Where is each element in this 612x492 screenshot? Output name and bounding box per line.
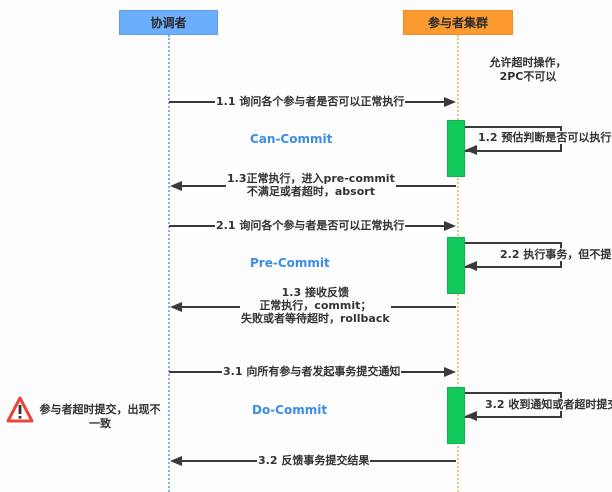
response-2-line2: 正常执行，commit； — [259, 299, 372, 312]
arrow-right-icon — [444, 367, 456, 377]
arrow-left-icon — [170, 302, 182, 312]
request-3-label: 3.1 向所有参与者发起事务提交通知 — [222, 365, 402, 378]
request-1-label: 1.1 询问各个参与者是否可以正常执行 — [215, 95, 406, 108]
phase-label-do-commit: Do-Commit — [252, 403, 328, 417]
phase-label-can-commit: Can-Commit — [250, 132, 333, 146]
coordinator-actor: 协调者 — [119, 10, 218, 35]
arrow-left-icon — [465, 261, 477, 271]
warning-note-line2: 一致 — [89, 417, 111, 430]
response-3-label: 3.2 反馈事务提交结果 — [257, 454, 371, 467]
response-2-line3: 失败或者等待超时，rollback — [241, 312, 390, 325]
request-2-label: 2.1 询问各个参与者是否可以正常执行 — [215, 219, 406, 232]
timeout-note: 允许超时操作， 2PC不可以 — [468, 56, 588, 84]
response-2-label: 1.3 接收反馈 正常执行，commit； 失败或者等待超时，rollback — [240, 286, 391, 325]
arrow-right-icon — [444, 97, 456, 107]
self-action-2-label: 2.2 执行事务，但不提 — [500, 248, 612, 261]
arrow-left-icon — [465, 411, 477, 421]
phase-label-pre-commit: Pre-Commit — [250, 256, 330, 270]
self-action-1-label: 1.2 预估判断是否可以执行 — [478, 131, 612, 144]
arrow-left-icon — [170, 181, 182, 191]
warning-note-line1: 参与者超时提交，出现不 — [39, 403, 161, 416]
response-1-line2: 不满足或者超时，absort — [246, 185, 375, 198]
participants-actor: 参与者集群 — [403, 10, 513, 35]
arrow-left-icon — [465, 145, 477, 155]
warning-icon — [6, 396, 34, 428]
participants-label: 参与者集群 — [427, 16, 488, 30]
response-1-label: 1.3正常执行，进入pre-commit 不满足或者超时，absort — [226, 172, 396, 198]
activation-bar-2 — [447, 237, 465, 294]
timeout-note-line2: 2PC不可以 — [499, 70, 557, 83]
arrow-right-icon — [444, 221, 456, 231]
coordinator-lifeline — [168, 35, 170, 492]
response-1-line1: 1.3正常执行，进入pre-commit — [227, 172, 395, 185]
response-2-line1: 1.3 接收反馈 — [281, 286, 349, 299]
timeout-note-line1: 允许超时操作， — [489, 56, 567, 69]
activation-bar-1 — [447, 120, 465, 177]
activation-bar-3 — [447, 387, 465, 444]
coordinator-label: 协调者 — [150, 16, 187, 30]
warning-note: 参与者超时提交，出现不 一致 — [36, 403, 164, 431]
arrow-left-icon — [170, 456, 182, 466]
self-action-3-label: 3.2 收到通知或者超时提交 — [485, 398, 612, 411]
